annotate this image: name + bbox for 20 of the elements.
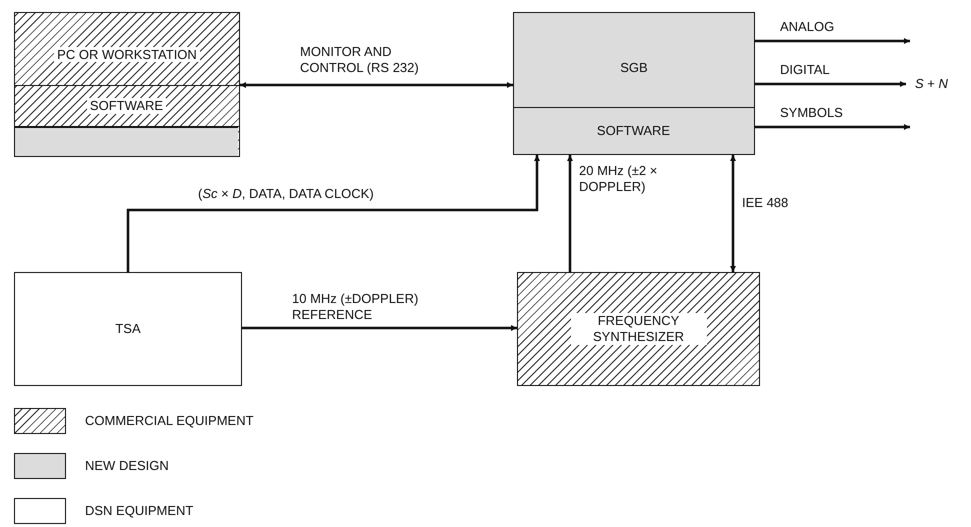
edge-label: (Sc × D, DATA, DATA CLOCK) — [196, 186, 376, 202]
box-label: SOFTWARE — [86, 98, 166, 114]
box-label: PC OR WORKSTATION — [54, 46, 200, 62]
arrow — [755, 124, 910, 130]
arrow — [730, 155, 736, 272]
legend-label: DSN EQUIPMENT — [85, 503, 194, 518]
arrow — [755, 81, 906, 87]
equipment-box — [513, 12, 755, 155]
box-label: FREQUENCY SYNTHESIZER — [570, 313, 706, 345]
software-section — [14, 85, 240, 127]
legend-label: COMMERCIAL EQUIPMENT — [85, 413, 254, 428]
equipment-box — [517, 272, 760, 386]
arrow — [755, 38, 910, 44]
arrow — [126, 155, 540, 272]
arrow — [242, 325, 517, 331]
arrow — [240, 82, 513, 88]
arrow — [567, 155, 573, 272]
legend-label: NEW DESIGN — [85, 458, 169, 473]
equipment-box — [14, 12, 240, 157]
equipment-box — [14, 272, 242, 386]
